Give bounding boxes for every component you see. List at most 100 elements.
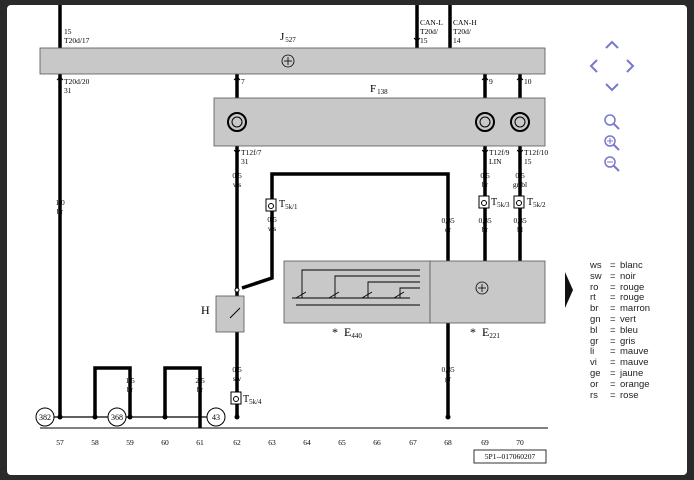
svg-text:0,5: 0,5 — [267, 215, 277, 224]
svg-text:65: 65 — [338, 438, 346, 447]
conn-can-l-name: CAN-L — [420, 18, 443, 27]
conn-j527-low-name: T20d/20 — [64, 77, 90, 86]
f138-module — [213, 97, 546, 147]
svg-text:0,35: 0,35 — [441, 365, 454, 374]
svg-text:64: 64 — [303, 438, 311, 447]
wire-t5k1-or — [270, 172, 450, 261]
e221-label: *E221 — [470, 325, 500, 340]
ground-point-43: 43 — [206, 407, 226, 427]
legend-row: ge=jaune — [590, 367, 644, 379]
legend-row: sw=noir — [590, 270, 636, 282]
legend-row: rt=rouge — [590, 292, 645, 304]
wire-25br — [163, 366, 202, 417]
conn-top-left-name: T20d/17 — [64, 36, 90, 45]
svg-text:ws: ws — [233, 180, 241, 189]
svg-text:T5k/1: T5k/1 — [279, 199, 298, 211]
zoom-search-icon[interactable] — [604, 114, 620, 130]
conn-t12f10-name: T12f/10 — [524, 148, 548, 157]
legend-row: ro=rouge — [590, 281, 645, 293]
connector-labels: 15 T20d/17 CAN-L T20d/ 15 CAN-H T20d/ 14… — [64, 18, 548, 166]
conn-f-pin10: 10 — [524, 77, 532, 86]
legend-row: li=mauve — [590, 346, 649, 358]
arrow-right-icon[interactable] — [626, 59, 635, 73]
svg-text:0,35: 0,35 — [478, 216, 491, 225]
e221-ground-symbol — [475, 281, 489, 295]
svg-text:T5k/4: T5k/4 — [243, 394, 262, 406]
svg-text:or: or — [445, 225, 452, 234]
j527-module — [39, 47, 546, 75]
svg-text:0,35: 0,35 — [441, 216, 454, 225]
diagram-sheet — [7, 5, 687, 475]
figure-id-box — [473, 449, 547, 464]
conn-top-left-pin: 15 — [64, 27, 72, 36]
j527-label: J527 — [280, 31, 296, 44]
t5k2-connector: T5k/2 — [513, 195, 546, 209]
wire-label-br-f9: 0,5br — [480, 171, 490, 189]
conn-t12f9-name: T12f/9 — [489, 148, 510, 157]
t5k1-connector: T5k/1 — [265, 198, 298, 212]
e440-switches — [292, 269, 420, 306]
wire-label-25br: 2,5br — [195, 376, 205, 394]
svg-text:0,5: 0,5 — [232, 171, 242, 180]
wire-15br — [93, 366, 132, 417]
conn-t12f7-name: T12f/7 — [241, 148, 262, 157]
arrow-up-icon[interactable] — [605, 40, 619, 49]
j527-ground-symbol — [281, 54, 295, 68]
conn-f-pin9: 9 — [489, 77, 493, 86]
e440-label: *E440 — [332, 325, 362, 340]
conn-can-h-pin: 14 — [453, 36, 461, 45]
ground-points: 382 368 43 — [35, 407, 226, 427]
conn-can-h-name: CAN-H — [453, 18, 477, 27]
e221-module — [429, 260, 546, 324]
svg-text:58: 58 — [91, 438, 99, 447]
wire-label-sw: 0,5sw — [232, 365, 242, 383]
legend-row: rs=rose — [590, 389, 639, 401]
svg-text:59: 59 — [126, 438, 134, 447]
svg-text:62: 62 — [233, 438, 241, 447]
junction-dots — [57, 414, 451, 420]
legend-row: ws=blanc — [590, 260, 643, 271]
svg-text:0,5: 0,5 — [480, 171, 490, 180]
pan-controls — [589, 40, 635, 92]
svg-text:67: 67 — [409, 438, 417, 447]
svg-text:T5k/3: T5k/3 — [491, 197, 510, 209]
legend-row: or=orange — [590, 378, 650, 390]
arrow-left-icon[interactable] — [589, 59, 598, 73]
conn-t12f9-pin: LIN — [489, 157, 502, 166]
svg-text:gr: gr — [445, 374, 452, 383]
svg-text:57: 57 — [56, 438, 64, 447]
next-page-icon[interactable] — [565, 272, 573, 308]
h-component — [215, 295, 245, 333]
svg-text:T5k/2: T5k/2 — [527, 197, 546, 209]
svg-text:br: br — [197, 385, 204, 394]
arrow-down-icon[interactable] — [605, 83, 619, 92]
legend-row: br=marron — [590, 303, 651, 315]
f138-label: F138 — [370, 83, 388, 96]
color-legend: ws=blanc sw=noir ro=rouge rt=rouge br=ma… — [590, 260, 651, 401]
zoom-in-icon[interactable] — [604, 135, 620, 151]
t5k4-connector: T5k/4 — [230, 391, 262, 406]
t5k-connectors: T5k/1 T5k/3 T5k/2 T5k/4 — [230, 195, 546, 406]
wire-label-15br: 1,5br — [125, 376, 135, 394]
zoom-out-icon[interactable] — [604, 156, 620, 172]
svg-text:0,35: 0,35 — [513, 216, 526, 225]
svg-text:382: 382 — [39, 413, 51, 422]
svg-text:ws: ws — [268, 224, 276, 233]
figure-id: 5P1--017060207 — [485, 452, 536, 461]
svg-text:63: 63 — [268, 438, 276, 447]
svg-text:br: br — [482, 225, 489, 234]
svg-text:70: 70 — [516, 438, 524, 447]
svg-text:br: br — [482, 180, 489, 189]
legend-row: vi=mauve — [590, 357, 649, 369]
legend-row: bl=bleu — [590, 324, 638, 336]
conn-f-pin7: 7 — [241, 77, 245, 86]
svg-text:43: 43 — [212, 413, 220, 422]
svg-text:br: br — [57, 207, 64, 216]
conn-can-l-pin: 15 — [420, 36, 428, 45]
